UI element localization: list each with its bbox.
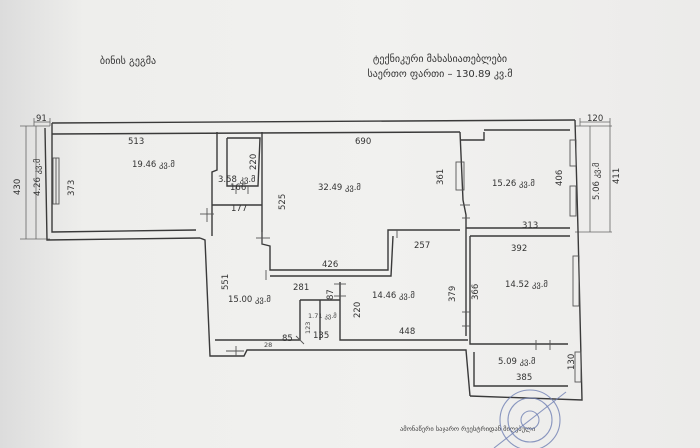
room-area-7: 14.52 კვ.მ	[505, 279, 548, 290]
openings	[52, 139, 582, 383]
dim-385: 385	[516, 373, 532, 383]
dim-135: 135	[313, 331, 329, 341]
footer-note: ამონაწერი საჯარო რეესტრიდან მიღებული	[400, 424, 536, 433]
specs-title: ტექნიკური მახასიათებლები	[373, 53, 507, 65]
dim-177: 177	[231, 204, 247, 214]
dim-430: 430	[13, 179, 23, 195]
room-area-3: 32.49 კვ.მ	[318, 182, 361, 193]
room-areas: 19.46 კვ.მ 3.58 კვ.მ 32.49 კვ.მ 15.26 კვ…	[32, 159, 602, 367]
dim-120: 120	[587, 114, 603, 124]
room-area-10: 4.26 კვ.მ	[32, 159, 43, 196]
plan-title: ბინის გეგმა	[100, 55, 156, 67]
room-area-1: 19.46 კვ.მ	[132, 159, 175, 170]
dim-313: 313	[522, 221, 538, 231]
dim-220: 220	[249, 154, 259, 170]
dim-123: 123	[304, 322, 312, 334]
dim-448: 448	[399, 327, 415, 337]
dimension-values: 91 120 513 690 430 373 220 166 177 525 3…	[13, 114, 622, 383]
dim-91: 91	[36, 114, 47, 124]
dim-411: 411	[612, 168, 622, 184]
dim-257: 257	[414, 241, 430, 251]
dim-361: 361	[436, 169, 446, 185]
room-area-2: 3.58 კვ.მ	[218, 174, 255, 185]
dim-551: 551	[221, 274, 231, 290]
dim-513: 513	[128, 137, 144, 147]
dim-130: 130	[567, 354, 577, 370]
dim-690: 690	[355, 137, 371, 147]
dim-85: 85	[282, 334, 293, 344]
dim-366: 366	[471, 284, 481, 300]
interior-walls	[211, 129, 570, 387]
dim-379: 379	[448, 286, 458, 302]
room-area-6: 14.46 კვ.მ	[372, 290, 415, 301]
room-area-8: 5.09 კვ.მ	[498, 356, 535, 367]
room-area-11: 5.06 კვ.მ	[591, 163, 602, 200]
dim-166: 166	[230, 183, 246, 193]
dim-525: 525	[278, 194, 288, 210]
room-area-4: 15.26 კვ.მ	[492, 178, 535, 189]
dim-220b: 220	[353, 302, 363, 318]
dim-87: 87	[326, 289, 336, 300]
dimension-lines	[20, 118, 612, 240]
dim-28: 28	[264, 341, 272, 349]
dim-426: 426	[322, 260, 338, 270]
dim-281: 281	[293, 283, 309, 293]
dim-392: 392	[511, 244, 527, 254]
room-area-5: 15.00 კვ.მ	[228, 294, 271, 305]
dim-406: 406	[555, 170, 565, 186]
total-area-label: საერთო ფართი – 130.89 კვ.მ	[367, 68, 512, 80]
room-area-9: 1.71 კვ.მ	[308, 312, 337, 320]
stamp-seal	[493, 389, 567, 448]
dim-373: 373	[67, 180, 77, 196]
